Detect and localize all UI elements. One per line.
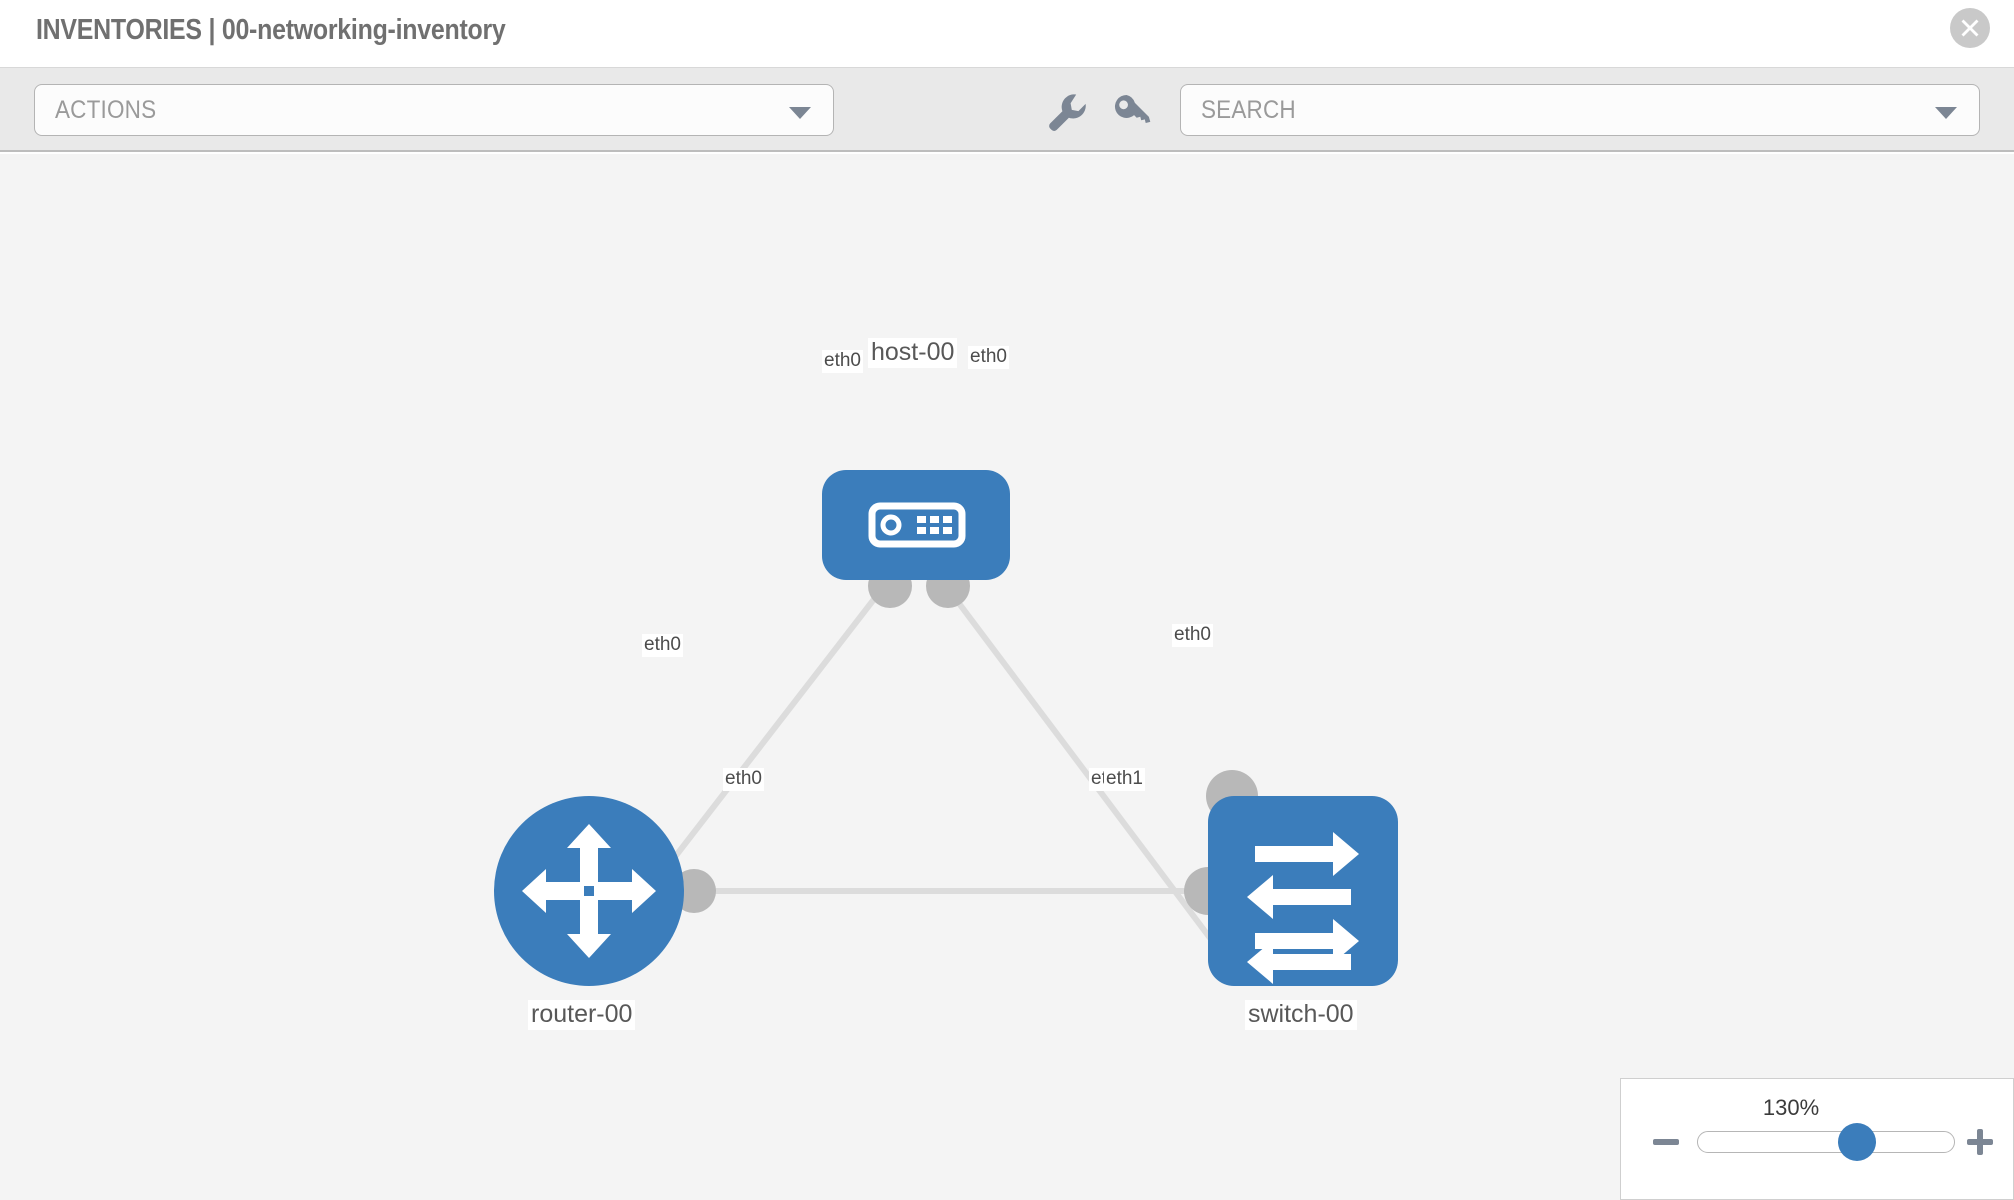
edge-label-host-eth0-left: eth0	[822, 350, 863, 373]
edge-label-switch-eth0-up: eth0	[1172, 624, 1213, 647]
topology-graph	[494, 470, 1398, 986]
minus-icon[interactable]	[1651, 1127, 1681, 1157]
zoom-level-value: 130%	[1762, 1095, 1820, 1120]
edge-label-switch-eth1: eth1	[1104, 768, 1145, 791]
node-switch-00[interactable]	[1208, 796, 1398, 986]
node-label-router-00: router-00	[528, 1000, 636, 1030]
node-host-00[interactable]	[822, 470, 1010, 580]
node-label-switch-00: switch-00	[1245, 1000, 1357, 1030]
edge-label-router-eth0-right: eth0	[723, 768, 764, 791]
search-placeholder: SEARCH	[1201, 96, 1296, 124]
node-router-00[interactable]	[494, 796, 684, 986]
server-appliance-icon	[868, 502, 966, 548]
actions-dropdown-label: ACTIONS	[55, 96, 157, 124]
zoom-control-panel: 130%	[1620, 1078, 2014, 1200]
zoom-slider-thumb[interactable]	[1837, 1123, 1876, 1161]
edge-host-switch[interactable]	[949, 592, 1225, 956]
chevron-down-icon	[789, 107, 811, 119]
page-title: INVENTORIES | 00-networking-inventory	[36, 14, 506, 46]
wrench-icon[interactable]	[1042, 88, 1088, 134]
search-input[interactable]: SEARCH	[1180, 84, 1980, 136]
node-label-host-00: host-00	[868, 338, 958, 368]
toolbar: ACTIONS SEARCH	[0, 68, 2014, 152]
page-header: INVENTORIES | 00-networking-inventory	[0, 0, 2014, 68]
actions-dropdown[interactable]: ACTIONS	[34, 84, 834, 136]
router-arrows-icon	[522, 824, 656, 958]
key-icon[interactable]	[1110, 88, 1156, 134]
close-icon[interactable]	[1950, 8, 1990, 48]
switch-arrows-icon	[1247, 832, 1359, 984]
zoom-slider-track[interactable]	[1697, 1131, 1955, 1153]
edge-label-host-eth0-right: eth0	[968, 346, 1009, 369]
port-group	[672, 564, 1258, 915]
plus-icon[interactable]	[1965, 1127, 1995, 1157]
chevron-down-icon[interactable]	[1935, 107, 1957, 119]
topology-canvas[interactable]: eth0 eth0 eth0 eth0 eth0 eth0 eth1 host-…	[0, 154, 2014, 1200]
edge-label-router-eth0-up: eth0	[642, 634, 683, 657]
